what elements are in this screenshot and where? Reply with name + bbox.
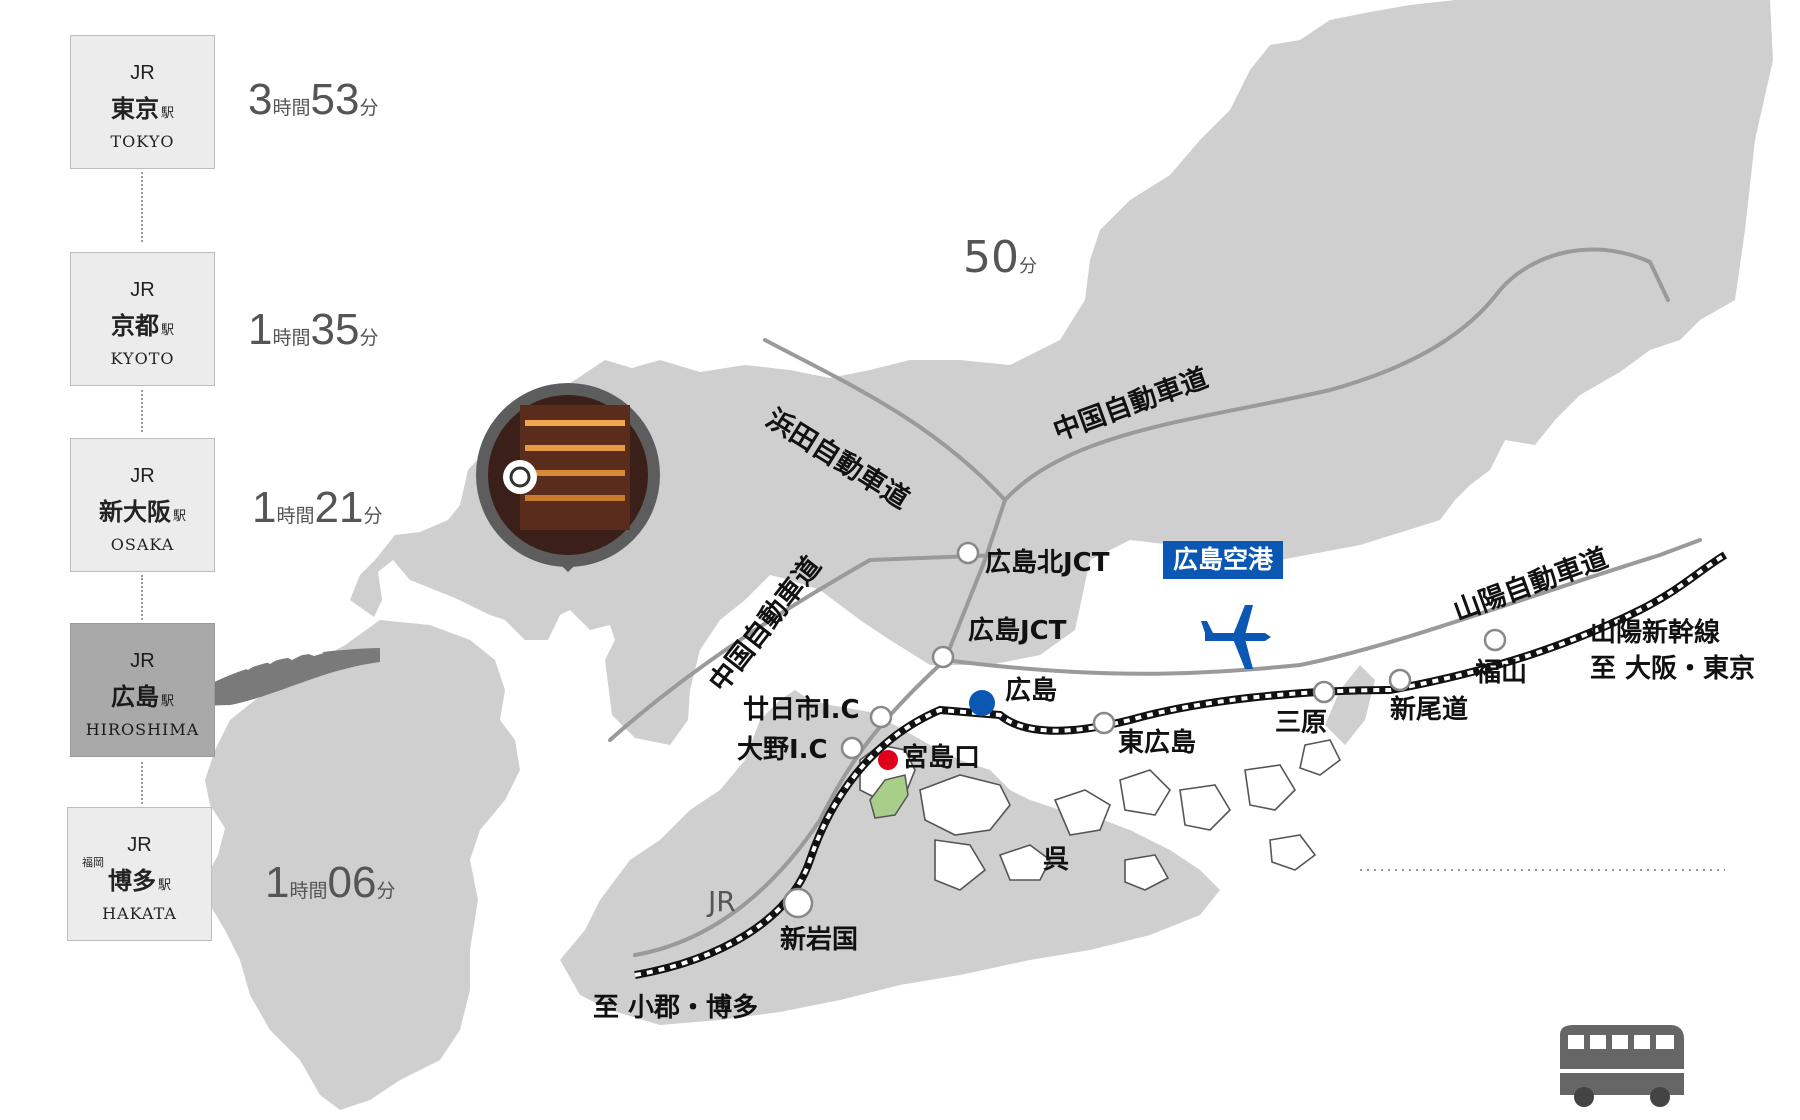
expressways — [608, 247, 1702, 957]
station-box-hakata: 福岡 JR 博多駅 HAKATA — [67, 807, 212, 941]
travel-time-osaka: 1時間21分 — [252, 483, 383, 532]
travel-time-tokyo: 3時間53分 — [248, 75, 379, 124]
station-box-osaka: JR 新大阪駅 OSAKA — [70, 438, 215, 572]
kyushu-land — [205, 620, 520, 1110]
inland-sea-islands — [859, 739, 1342, 891]
bus-icon — [1560, 1025, 1684, 1107]
shinkansen-line — [634, 551, 1728, 979]
miyajima-dot — [878, 750, 898, 770]
bullet-train-icon — [190, 648, 380, 706]
shikoku-land — [560, 690, 1220, 1025]
station-box-hiroshima: JR 広島駅 HIROSHIMA — [70, 623, 215, 757]
station-box-tokyo: JR 東京駅 TOKYO — [70, 35, 215, 169]
plane-icon — [1201, 605, 1271, 669]
travel-time-kyoto: 1時間35分 — [248, 305, 379, 354]
hotel-pin-icon — [476, 383, 660, 572]
honshu-land — [350, 0, 1773, 745]
station-box-kyoto: JR 京都駅 KYOTO — [70, 252, 215, 386]
travel-time-hakata: 1時間06分 — [265, 858, 396, 907]
miyajima-island — [869, 774, 909, 819]
crest-icon — [503, 460, 537, 494]
junction-markers — [782, 541, 1507, 919]
hiroshima-dot — [969, 690, 995, 716]
